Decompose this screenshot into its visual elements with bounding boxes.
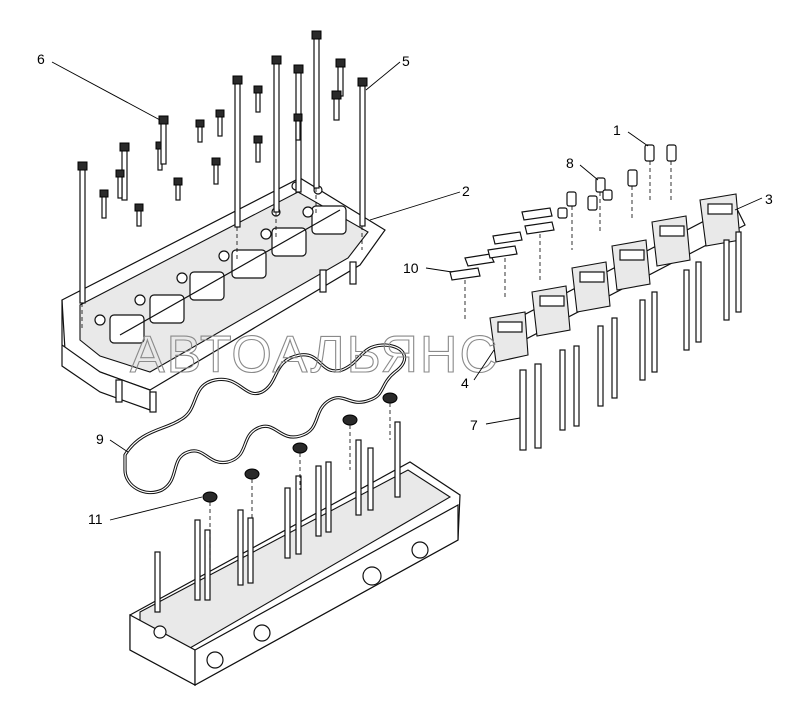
valve-cover-gasket (123, 343, 407, 495)
callout-labels: 1 2 3 4 5 6 7 8 9 10 11 (37, 51, 773, 527)
bolt-item-6 (158, 115, 169, 165)
watermark-text: АВТОАЛЬЯНС (130, 326, 499, 384)
rocker-arm-assembly (489, 193, 746, 363)
valve-bridges (449, 207, 555, 320)
callout-2: 2 (462, 183, 470, 199)
valve-caps (557, 144, 677, 250)
callout-6: 6 (37, 51, 45, 67)
callout-11: 11 (88, 511, 103, 527)
callout-7: 7 (470, 417, 478, 433)
callout-1: 1 (613, 122, 621, 138)
head-bolts (77, 30, 368, 330)
rocker-pedestal-3 (571, 261, 611, 313)
lower-head-ports (153, 541, 429, 669)
head-rocker-pedestals (109, 205, 347, 344)
head-bolt-holes (94, 181, 323, 326)
lower-cylinder-head (129, 392, 461, 687)
rocker-pedestal-1 (489, 311, 529, 363)
push-rods (519, 231, 742, 451)
callout-5: 5 (402, 53, 410, 69)
rocker-pedestal-4 (611, 239, 651, 291)
callout-3: 3 (765, 191, 773, 207)
callout-8: 8 (566, 155, 574, 171)
rocker-pedestal-2 (531, 285, 571, 337)
callout-10: 10 (403, 260, 419, 276)
rocker-pedestal-5 (651, 215, 691, 267)
callout-9: 9 (96, 431, 104, 447)
rocker-pedestal-6 (699, 193, 741, 247)
leader-lines (51, 61, 763, 521)
callout-4: 4 (461, 375, 469, 391)
upper-cylinder-head-assembly (61, 177, 386, 413)
lower-head-valve-studs (154, 421, 401, 613)
head-lower-studs (115, 261, 357, 413)
